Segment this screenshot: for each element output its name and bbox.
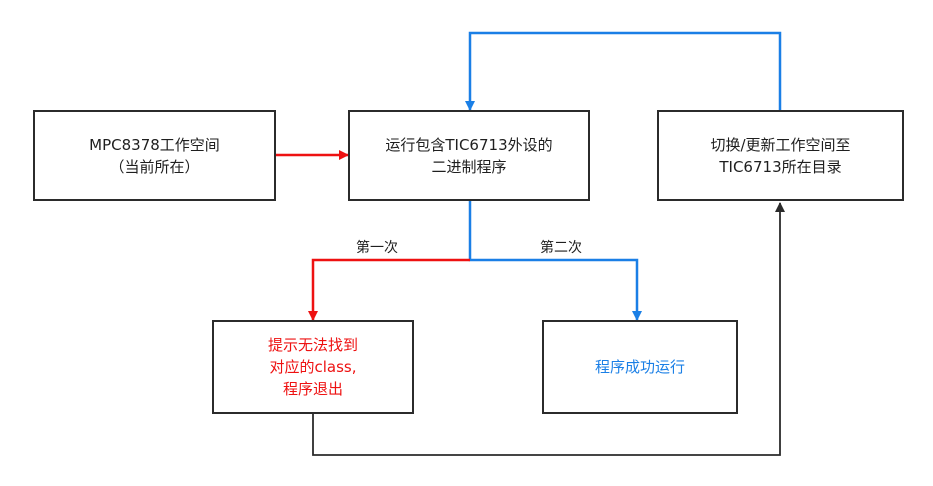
switch-workspace-node: 切换/更新工作空间至 TIC6713所在目录	[657, 110, 904, 201]
switch-workspace-node-text: 切换/更新工作空间至 TIC6713所在目录	[710, 134, 850, 178]
error-exit-node-text: 提示无法找到对应的class, 程序退出	[268, 334, 358, 400]
error-exit-node: 提示无法找到对应的class, 程序退出	[212, 320, 414, 414]
workspace-node-text: MPC8378工作空间 （当前所在）	[89, 134, 220, 178]
error-line-3: 程序退出	[282, 380, 343, 398]
switch-line-2: TIC6713所在目录	[719, 157, 842, 176]
error-line-2: 对应的class,	[269, 358, 357, 376]
arrow-switch-to-run	[465, 31, 782, 111]
workspace-node: MPC8378工作空间 （当前所在）	[33, 110, 276, 201]
arrow-run-to-success	[468, 201, 642, 321]
success-node-text: 程序成功运行	[595, 356, 685, 378]
first-time-label: 第一次	[356, 240, 398, 256]
success-line-1: 程序成功运行	[594, 358, 685, 376]
second-time-label: 第二次	[540, 240, 582, 256]
run-program-node: 运行包含TIC6713外设的二进制程序	[348, 110, 590, 201]
error-line-1: 提示无法找到	[267, 336, 358, 354]
workspace-line-1: MPC8378工作空间	[89, 135, 220, 154]
workspace-line-2: （当前所在）	[109, 157, 200, 176]
run-line-1: 运行包含TIC6713外设的	[385, 135, 553, 154]
switch-line-1: 切换/更新工作空间至	[710, 135, 851, 154]
arrow-error-to-switch	[312, 202, 785, 456]
success-node: 程序成功运行	[542, 320, 738, 414]
run-program-node-text: 运行包含TIC6713外设的二进制程序	[385, 134, 552, 178]
run-line-2: 二进制程序	[431, 157, 507, 176]
arrow-run-to-error	[308, 258, 470, 321]
